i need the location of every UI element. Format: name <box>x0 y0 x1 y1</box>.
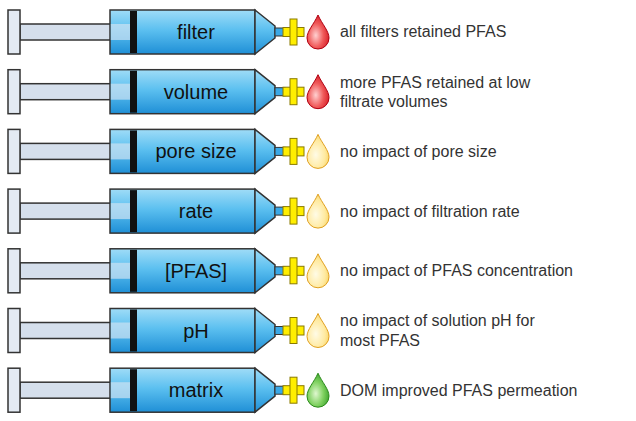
yellow-droplet <box>307 134 329 168</box>
syringe-drawing <box>8 249 304 293</box>
syringe-barrel: volume <box>139 72 253 112</box>
barrel-label: volume <box>164 82 228 102</box>
barrel-label: filter <box>177 22 215 42</box>
syringe-drawing <box>8 70 304 114</box>
syringe-barrel: rate <box>139 191 253 231</box>
syringe-barrel: filter <box>139 12 253 52</box>
syringe-barrel: [PFAS] <box>139 251 253 291</box>
barrel-label: [PFAS] <box>165 261 227 281</box>
syringe-drawing <box>8 189 304 233</box>
red-droplet <box>307 15 329 49</box>
finding-note: no impact of filtration rate <box>340 202 630 221</box>
syringe-drawing <box>8 309 304 353</box>
barrel-label: pore size <box>155 141 236 161</box>
finding-note: no impact of solution pH for most PFAS <box>340 311 565 349</box>
finding-note: all filters retained PFAS <box>340 22 630 41</box>
barrel-label: pH <box>183 321 209 341</box>
syringe-drawing <box>8 10 304 54</box>
yellow-droplet <box>307 314 329 348</box>
finding-note: DOM improved PFAS permeation <box>340 381 632 400</box>
syringe-barrel: pore size <box>139 131 253 171</box>
barrel-label: matrix <box>169 380 223 400</box>
finding-note: more PFAS retained at low filtrate volum… <box>340 73 565 111</box>
green-droplet <box>307 373 329 407</box>
finding-note: no impact of PFAS concentration <box>340 261 630 280</box>
syringe-barrel: matrix <box>139 370 253 410</box>
red-droplet <box>307 75 329 109</box>
syringe-drawing <box>8 368 304 412</box>
barrel-label: rate <box>179 201 213 221</box>
syringe-barrel: pH <box>139 311 253 351</box>
finding-note: no impact of pore size <box>340 142 630 161</box>
yellow-droplet <box>307 194 329 228</box>
syringe-drawing <box>8 129 304 173</box>
yellow-droplet <box>307 254 329 288</box>
